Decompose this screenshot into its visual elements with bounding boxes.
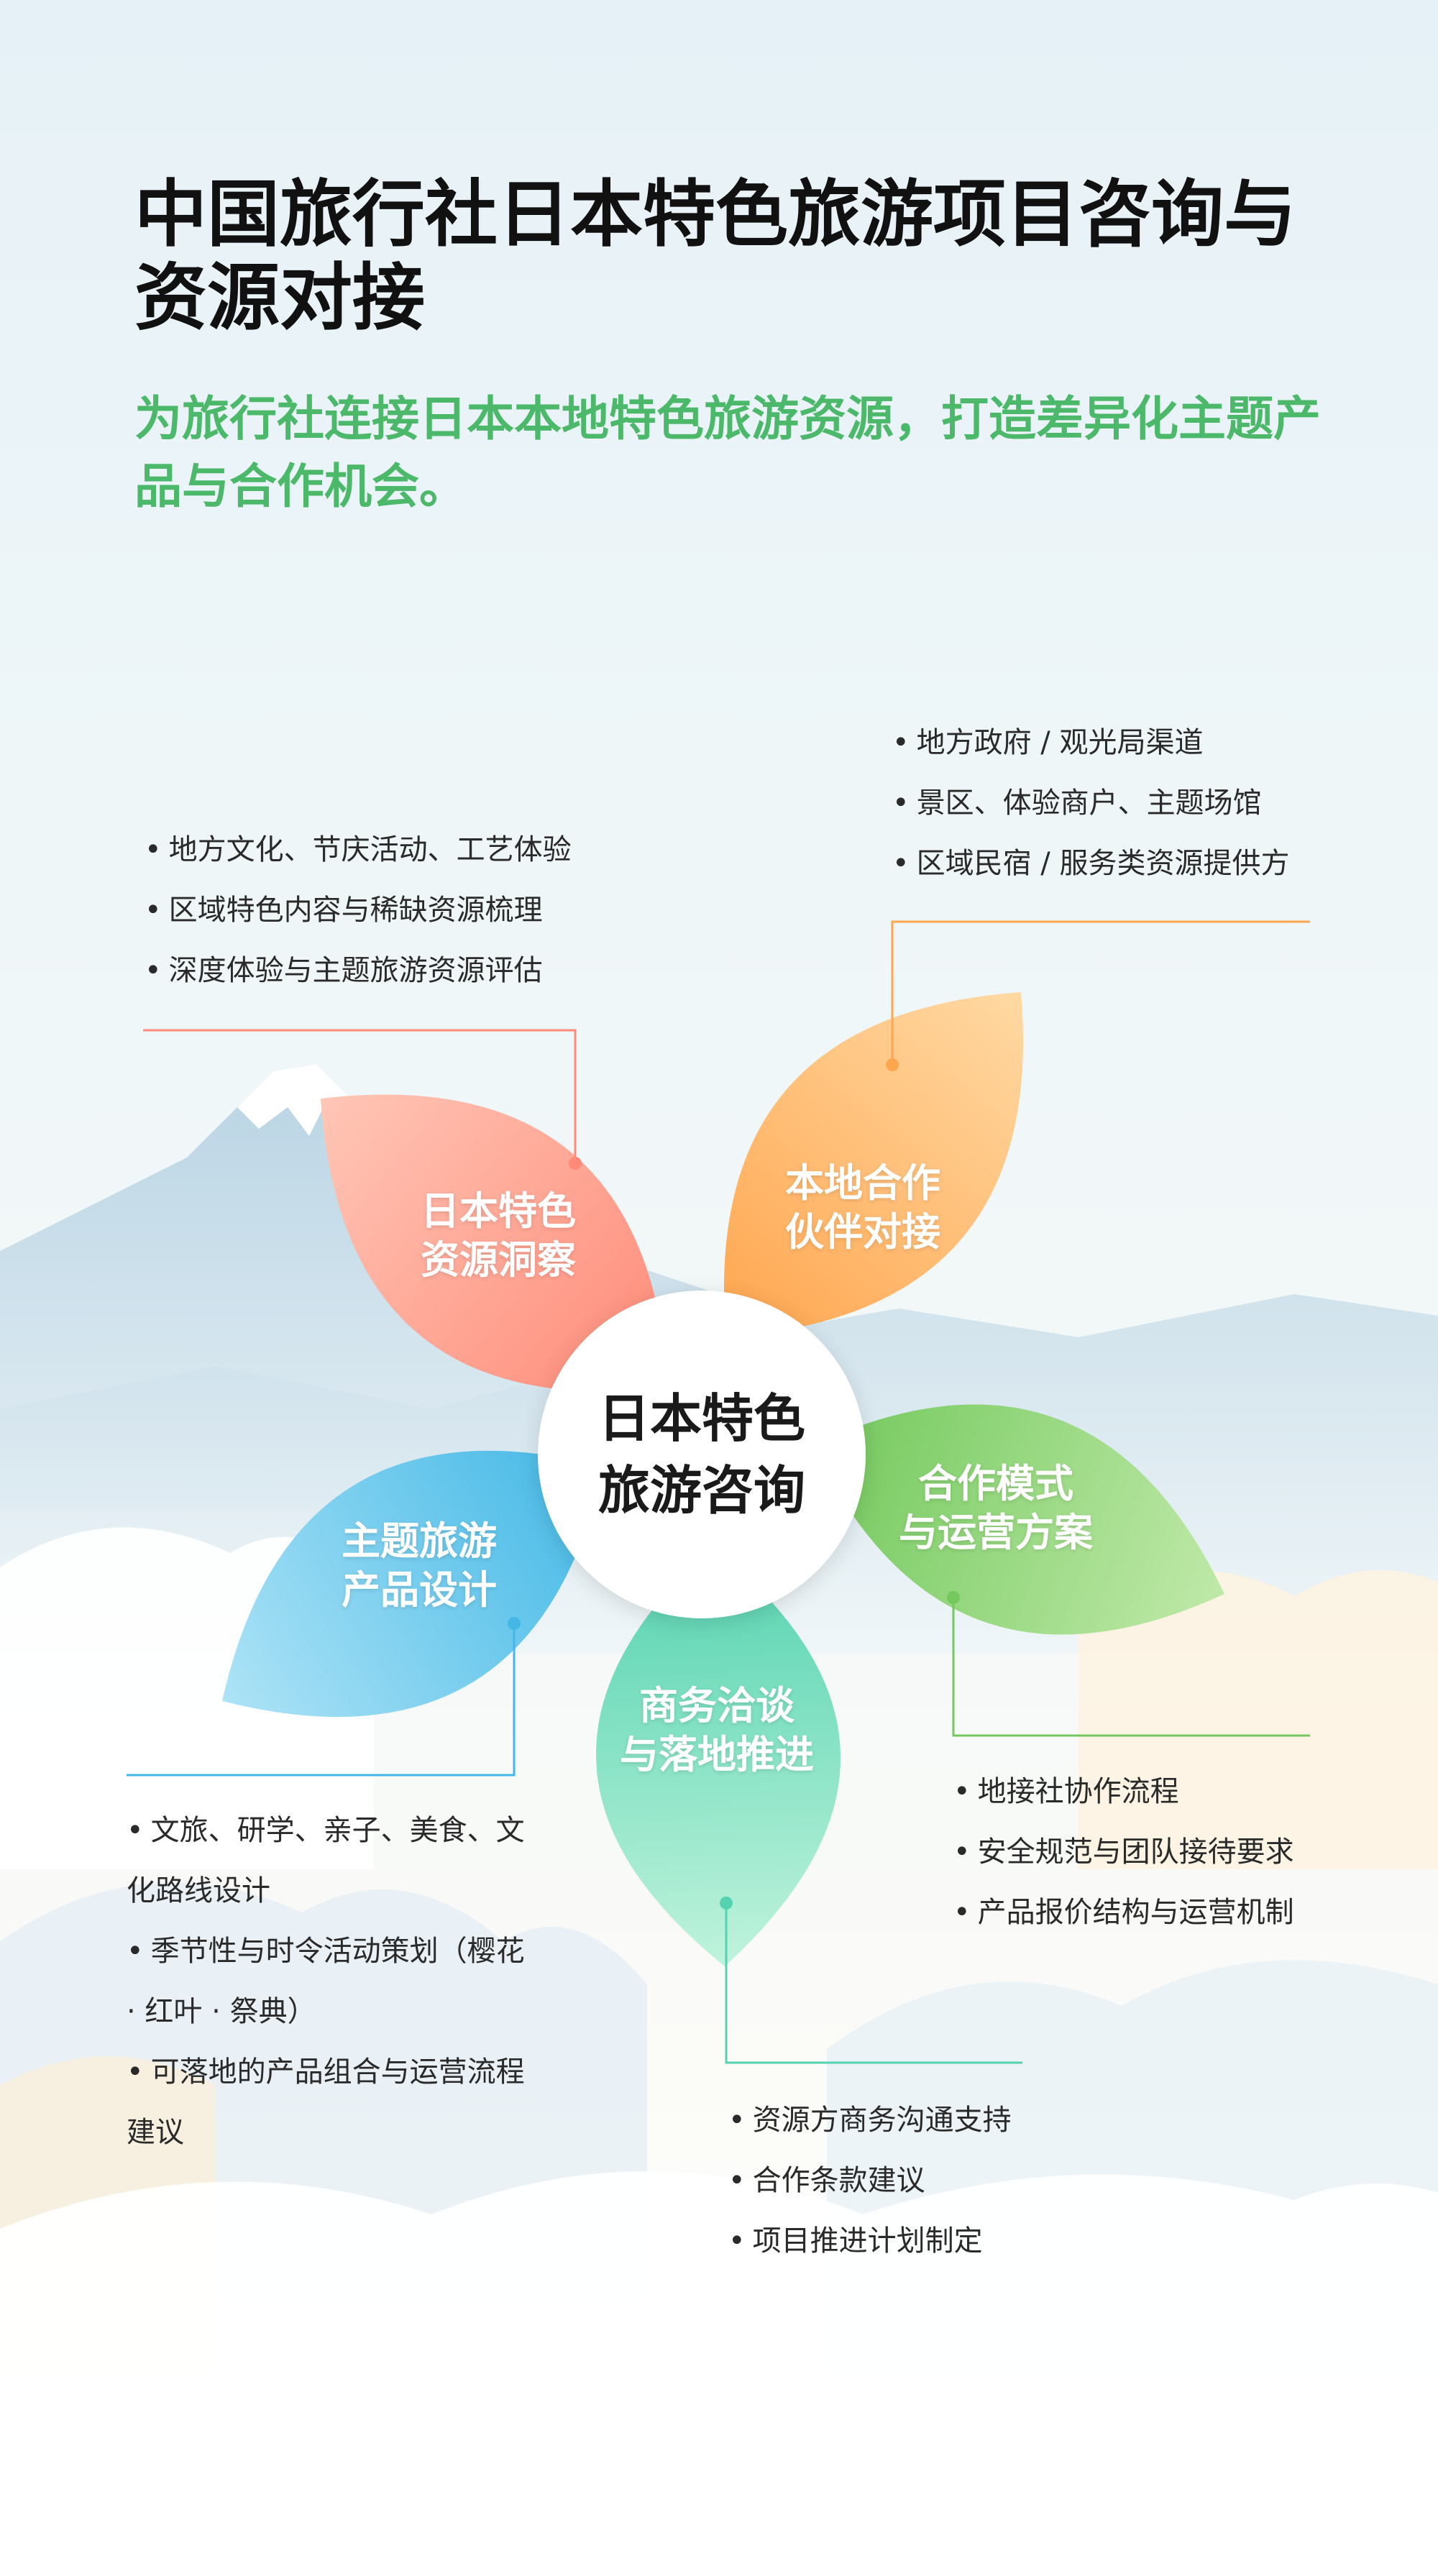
list-item: 地方文化、节庆活动、工艺体验 [145, 820, 648, 880]
petal-label-cooperation-model[interactable]: 合作模式 与运营方案 [899, 1459, 1093, 1557]
petal-resource-insight[interactable] [321, 1094, 669, 1392]
list-local-partner: 地方政府 / 观光局渠道 景区、体验商户、主题场馆 区域民宿 / 服务类资源提供… [892, 712, 1424, 894]
connector-dot-local-partner [886, 1058, 899, 1071]
list-item: 地方政府 / 观光局渠道 [892, 712, 1424, 773]
list-item: 资源方商务沟通支持 [728, 2090, 1160, 2150]
petal-title-line: 资源洞察 [421, 1237, 576, 1283]
list-item: 文旅、研学、亲子、美食、文化路线设计 [127, 1800, 529, 1921]
petal-cooperation-model[interactable] [812, 1404, 1224, 1635]
list-item: 安全规范与团队接待要求 [953, 1822, 1428, 1882]
petal-label-product-design[interactable]: 主题旅游 产品设计 [342, 1517, 497, 1615]
list-item: 区域民宿 / 服务类资源提供方 [892, 833, 1424, 894]
list-item: 景区、体验商户、主题场馆 [892, 773, 1424, 833]
connector-dot-product-design [508, 1617, 521, 1630]
petal-business-negotiation[interactable] [595, 1546, 841, 1966]
connector-line-product-design [127, 1623, 516, 1777]
petal-label-resource-insight[interactable]: 日本特色 资源洞察 [421, 1187, 576, 1285]
page-subtitle: 为旅行社连接日本本地特色旅游资源，打造差异化主题产品与合作机会。 [134, 391, 1321, 514]
list-item: 产品报价结构与运营机制 [953, 1882, 1428, 1943]
petal-title-line: 本地合作 [785, 1160, 940, 1206]
list-product-design: 文旅、研学、亲子、美食、文化路线设计 季节性与时令活动策划（樱花 · 红叶 · … [127, 1800, 529, 2163]
center-title-line: 日本特色 [597, 1388, 805, 1449]
center-title-line: 旅游咨询 [597, 1460, 805, 1521]
connector-line-business-negotiation [725, 1903, 1022, 2064]
petal-label-local-partner[interactable]: 本地合作 伙伴对接 [785, 1159, 940, 1257]
list-cooperation-model: 地接社协作流程 安全规范与团队接待要求 产品报价结构与运营机制 [953, 1761, 1428, 1943]
list-item: 地接社协作流程 [953, 1761, 1428, 1822]
list-item: 可落地的产品组合与运营流程建议 [127, 2042, 529, 2163]
connector-dot-cooperation-model [947, 1591, 960, 1604]
petal-title-line: 与运营方案 [899, 1510, 1093, 1555]
petal-title-line: 商务洽谈 [639, 1683, 794, 1728]
page-title: 中国旅行社日本特色旅游项目咨询与资源对接 [134, 172, 1297, 340]
petal-title-line: 合作模式 [918, 1461, 1073, 1506]
connector-line-local-partner [891, 920, 1310, 1065]
list-item: 深度体验与主题旅游资源评估 [145, 940, 648, 1001]
petal-local-partner[interactable] [723, 992, 1024, 1337]
petal-title-line: 日本特色 [421, 1188, 576, 1234]
list-item: 区域特色内容与稀缺资源梳理 [145, 880, 648, 940]
center-hub: 日本特色 旅游咨询 [538, 1291, 866, 1618]
list-business-negotiation: 资源方商务沟通支持 合作条款建议 项目推进计划制定 [728, 2090, 1160, 2271]
petal-title-line: 主题旅游 [342, 1518, 497, 1564]
petal-title-line: 伙伴对接 [785, 1209, 940, 1255]
petal-title-line: 产品设计 [342, 1567, 497, 1613]
petal-title-line: 与落地推进 [620, 1732, 814, 1777]
petal-label-business-negotiation[interactable]: 商务洽谈 与落地推进 [620, 1682, 814, 1779]
connector-line-resource-insight [143, 1029, 577, 1163]
petal-product-design[interactable] [222, 1450, 604, 1718]
connector-dot-business-negotiation [720, 1897, 733, 1910]
list-item: 合作条款建议 [728, 2150, 1160, 2211]
connector-dot-resource-insight [569, 1157, 582, 1170]
list-item: 季节性与时令活动策划（樱花 · 红叶 · 祭典） [127, 1921, 529, 2042]
connector-line-cooperation-model [952, 1598, 1310, 1737]
list-resource-insight: 地方文化、节庆活动、工艺体验 区域特色内容与稀缺资源梳理 深度体验与主题旅游资源… [145, 820, 648, 1001]
list-item: 项目推进计划制定 [728, 2211, 1160, 2271]
